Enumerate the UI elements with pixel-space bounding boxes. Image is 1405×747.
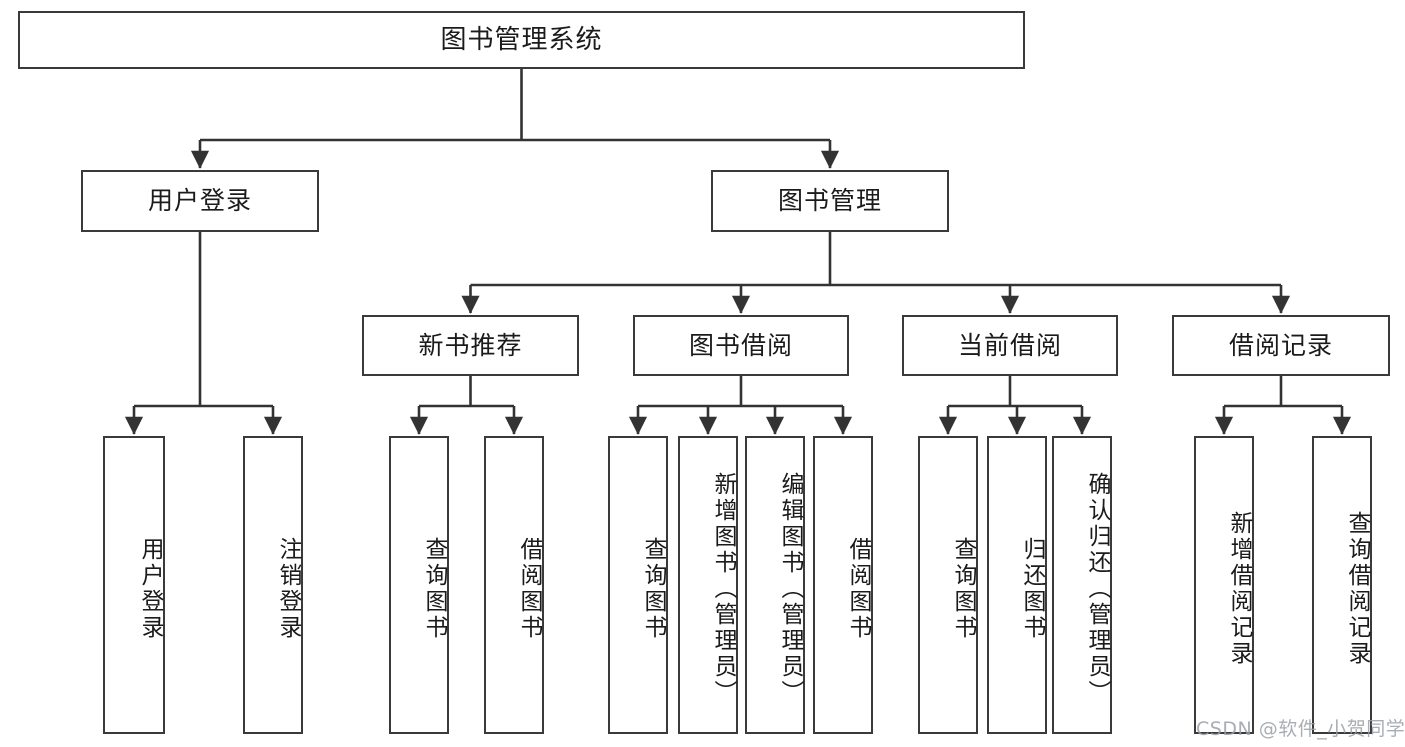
node-leaf-add-book[interactable]: 新增图书（管理员） xyxy=(678,436,738,734)
csdn-watermark: CSDN @软件_小贺同学 xyxy=(1196,718,1405,740)
node-label: 注销登录 xyxy=(275,537,301,641)
node-leaf-query-book-2[interactable]: 查询图书 xyxy=(608,436,668,734)
node-label: 用户登录 xyxy=(147,186,252,216)
node-leaf-add-borrow-record[interactable]: 新增借阅记录 xyxy=(1194,436,1254,734)
node-leaf-return-book[interactable]: 归还图书 xyxy=(987,436,1047,734)
node-label: 查询图书 xyxy=(640,537,666,641)
node-leaf-confirm-return[interactable]: 确认归还（管理员） xyxy=(1052,436,1112,734)
node-label: 查询图书 xyxy=(421,537,447,641)
node-label: 归还图书 xyxy=(1019,537,1045,641)
node-label: 图书借阅 xyxy=(688,330,793,360)
node-label: 新增借阅记录 xyxy=(1226,511,1252,667)
node-leaf-query-book-1[interactable]: 查询图书 xyxy=(389,436,449,734)
node-label: 新增图书（管理员） xyxy=(710,472,736,706)
node-leaf-edit-book[interactable]: 编辑图书（管理员） xyxy=(745,436,805,734)
node-label: 确认归还（管理员） xyxy=(1084,472,1110,706)
node-leaf-query-borrow-record[interactable]: 查询借阅记录 xyxy=(1312,436,1372,734)
node-user-login[interactable]: 用户登录 xyxy=(81,170,319,232)
node-root[interactable]: 图书管理系统 xyxy=(18,11,1025,69)
node-leaf-query-book-3[interactable]: 查询图书 xyxy=(918,436,978,734)
node-borrow-record[interactable]: 借阅记录 xyxy=(1172,315,1390,376)
node-current-borrow[interactable]: 当前借阅 xyxy=(902,315,1118,376)
node-new-book-recommend[interactable]: 新书推荐 xyxy=(362,315,579,376)
node-book-borrow[interactable]: 图书借阅 xyxy=(633,315,849,376)
node-label: 查询图书 xyxy=(950,537,976,641)
node-leaf-borrow-book-1[interactable]: 借阅图书 xyxy=(484,436,544,734)
node-leaf-user-login[interactable]: 用户登录 xyxy=(103,436,165,734)
connector-lines xyxy=(124,69,1352,435)
node-label: 借阅图书 xyxy=(845,537,871,641)
node-leaf-logout-login[interactable]: 注销登录 xyxy=(243,436,303,734)
node-book-manage[interactable]: 图书管理 xyxy=(711,170,949,232)
node-label: 图书管理系统 xyxy=(440,24,603,55)
node-label: 当前借阅 xyxy=(957,330,1062,360)
node-label: 借阅图书 xyxy=(516,537,542,641)
node-label: 图书管理 xyxy=(777,186,882,216)
node-label: 编辑图书（管理员） xyxy=(777,472,803,706)
node-label: 查询借阅记录 xyxy=(1344,511,1370,667)
node-label: 用户登录 xyxy=(137,537,163,641)
node-label: 借阅记录 xyxy=(1228,330,1333,360)
node-label: 新书推荐 xyxy=(418,330,523,360)
node-leaf-borrow-book-2[interactable]: 借阅图书 xyxy=(813,436,873,734)
